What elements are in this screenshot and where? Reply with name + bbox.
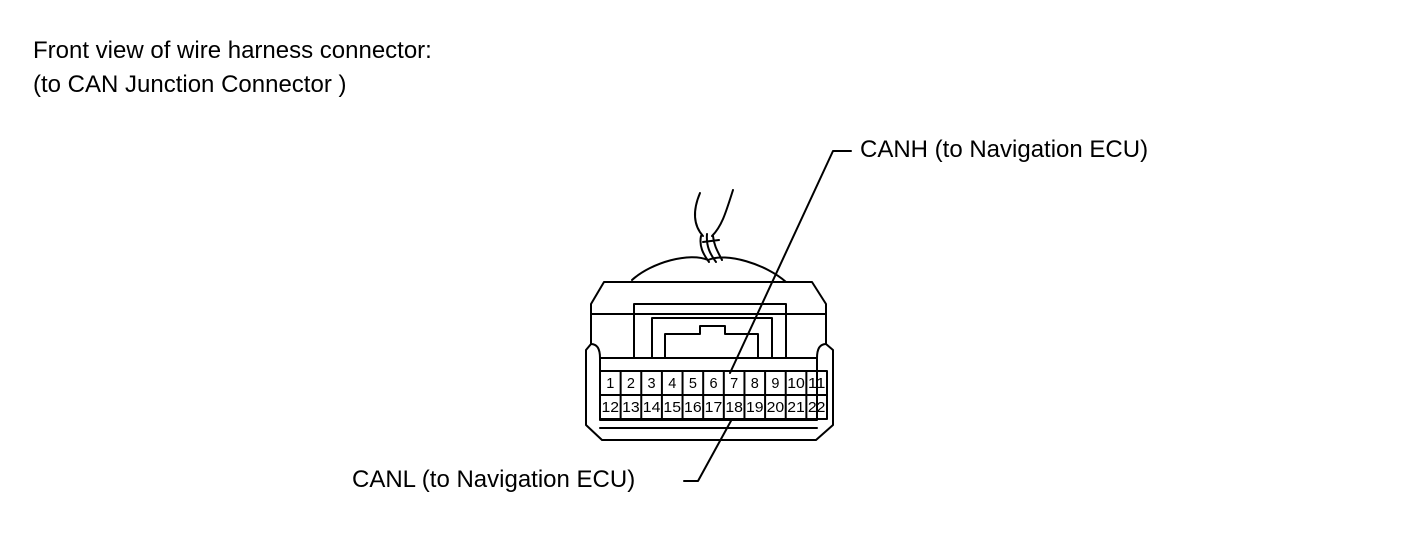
lock-tab bbox=[664, 325, 759, 359]
pin-15-label: 15 bbox=[663, 400, 681, 416]
pin-8-label: 8 bbox=[751, 376, 759, 392]
lock-latch-outer bbox=[633, 303, 787, 359]
pin-11-label: 11 bbox=[808, 376, 826, 392]
pin-21-label: 21 bbox=[787, 400, 805, 416]
connector-housing bbox=[585, 281, 834, 441]
pin-13-label: 13 bbox=[622, 400, 640, 416]
canh-callout-label: CANH (to Navigation ECU) bbox=[860, 136, 1149, 163]
pin-14-label: 14 bbox=[643, 400, 661, 416]
pin-19-label: 19 bbox=[746, 400, 764, 416]
pin-10-label: 10 bbox=[787, 376, 805, 392]
harness-boot bbox=[631, 256, 787, 283]
pin-6-label: 6 bbox=[709, 376, 717, 392]
canh-leader-line bbox=[729, 150, 852, 374]
pin-20-label: 20 bbox=[767, 400, 785, 416]
wire-left bbox=[694, 192, 704, 237]
canl-leader-line bbox=[683, 418, 733, 482]
side-clip-left bbox=[590, 343, 601, 359]
pin-16-label: 16 bbox=[684, 400, 702, 416]
pin-17-label: 17 bbox=[705, 400, 723, 416]
canl-callout-label: CANL (to Navigation ECU) bbox=[352, 466, 636, 493]
pin-1-label: 1 bbox=[606, 376, 614, 392]
wire-strands bbox=[699, 233, 723, 263]
pin-18-label: 18 bbox=[725, 400, 743, 416]
diagram-title: Front view of wire harness connector: (t… bbox=[33, 34, 432, 102]
pin-2-label: 2 bbox=[627, 376, 635, 392]
title-line-1: Front view of wire harness connector: bbox=[33, 37, 432, 64]
pin-7-label: 7 bbox=[730, 376, 738, 392]
pin-22-label: 22 bbox=[808, 400, 826, 416]
wire-right bbox=[711, 189, 734, 237]
side-clip-right bbox=[816, 343, 827, 359]
title-line-2: (to CAN Junction Connector ) bbox=[33, 71, 347, 98]
pin-5-label: 5 bbox=[689, 376, 697, 392]
pin-9-label: 9 bbox=[771, 376, 779, 392]
pin-12-label: 12 bbox=[602, 400, 620, 416]
pin-column-dividers bbox=[619, 370, 808, 420]
lock-latch-inner bbox=[651, 317, 773, 359]
pin-4-label: 4 bbox=[668, 376, 676, 392]
pin-3-label: 3 bbox=[648, 376, 656, 392]
